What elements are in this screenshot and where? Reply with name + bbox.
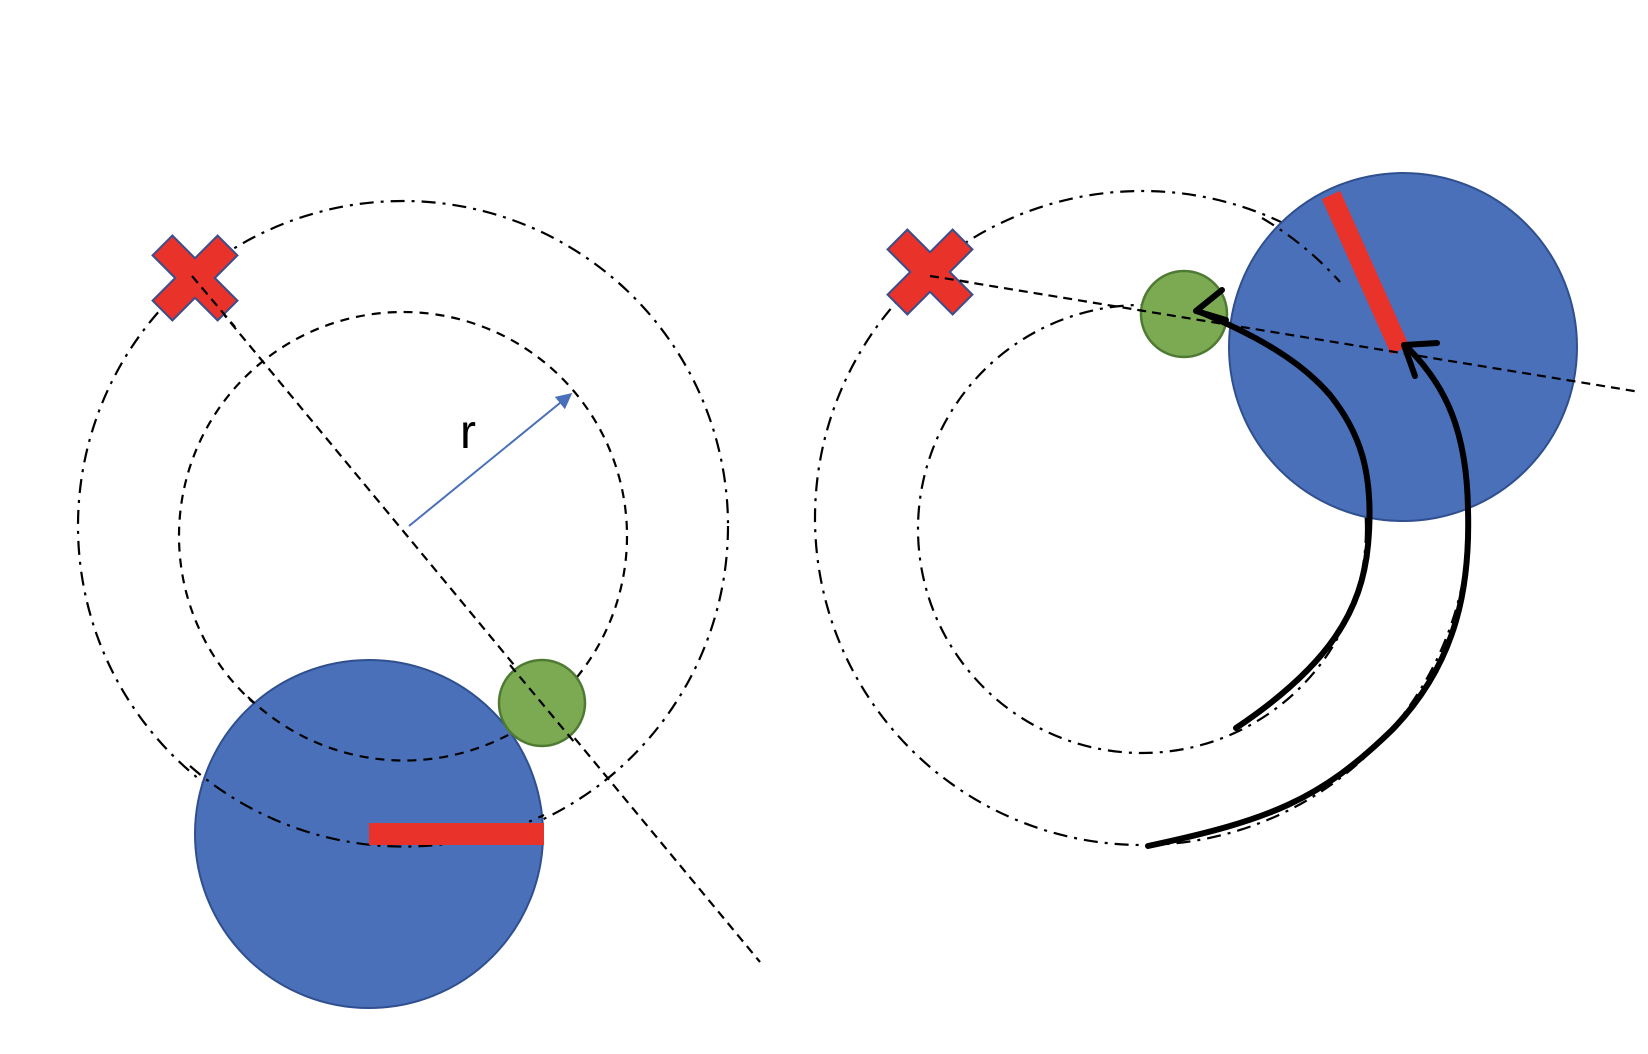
outer-path-arrow (1145, 345, 1472, 849)
left-target-line (191, 275, 761, 963)
inner-path-arrow (1197, 309, 1373, 731)
left-outer-orbit (76, 199, 730, 853)
right-target-line-top (929, 274, 976, 285)
left-orbit-overlay (189, 765, 545, 848)
left-inner-orbit (177, 310, 629, 762)
left-inner-orbit-overlay (247, 696, 511, 762)
radius-label: r (460, 406, 476, 459)
outer-path-arrowhead-icon (1401, 340, 1440, 379)
left-panel: r (76, 199, 761, 1009)
radius-arrow (408, 392, 573, 527)
left-target-line-top (191, 275, 236, 328)
right-heading-bar (1321, 190, 1410, 355)
right-orbit-overlay (1261, 217, 1341, 283)
inner-path-arrowhead-icon (1193, 287, 1229, 323)
left-target-line-overlay (509, 664, 576, 744)
right-target-cross-icon (886, 228, 974, 316)
right-panel (813, 172, 1641, 849)
right-obstacle (1139, 269, 1229, 359)
left-heading-bar (369, 823, 544, 845)
